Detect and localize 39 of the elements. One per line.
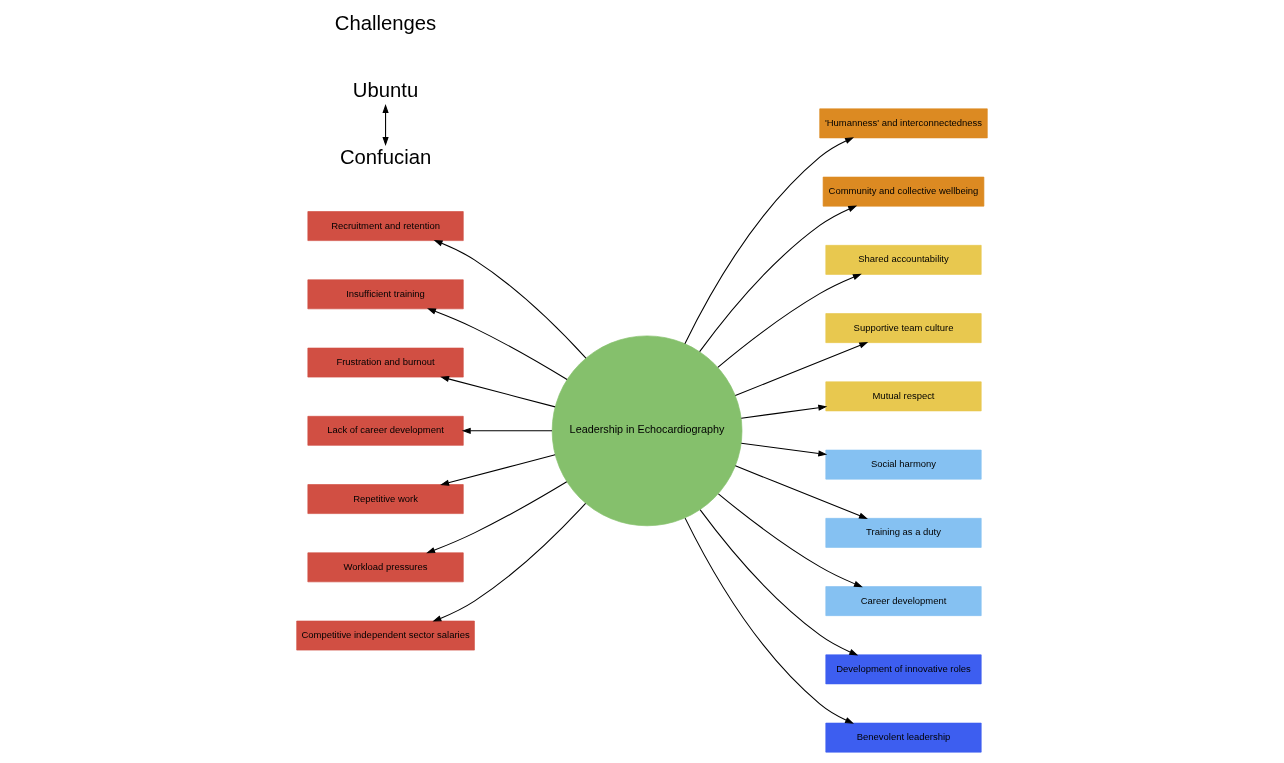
label: Challenges <box>334 11 437 34</box>
node-box: Career development <box>825 586 982 616</box>
arrow <box>461 427 553 434</box>
node-box: Repetitive work <box>307 484 464 514</box>
node-box: Frustration and burnout <box>307 347 464 378</box>
arrow <box>699 205 858 353</box>
node-box: Shared accountability <box>825 245 982 275</box>
arrow <box>427 308 568 381</box>
arrow <box>684 137 855 345</box>
arrow <box>382 104 389 147</box>
node-box: Training as a duty <box>825 518 982 548</box>
arrow <box>734 465 868 519</box>
node-box: 'Humanness' and interconnectedness <box>819 108 988 139</box>
arrow <box>433 240 587 359</box>
node-box: Community and collective wellbeing <box>822 176 985 207</box>
arrow <box>699 509 859 656</box>
node-text: Confucian <box>339 145 432 168</box>
arrow <box>740 404 828 419</box>
node-box: Insufficient training <box>307 279 464 310</box>
node-box: Competitive independent sector salaries <box>296 620 475 651</box>
node-box: Benevolent leadership <box>825 722 982 753</box>
node-box: Supportive team culture <box>825 313 982 343</box>
node-box: Mutual respect <box>825 381 982 412</box>
node-box: Lack of career development <box>307 415 464 446</box>
arrow <box>717 273 862 368</box>
arrow <box>426 481 568 554</box>
node-box: Development of innovative roles <box>825 654 982 685</box>
arrow <box>717 493 863 588</box>
arrow <box>440 454 556 486</box>
arrow <box>432 502 587 622</box>
arrow <box>740 442 828 457</box>
arrow <box>734 342 869 397</box>
node-box: Recruitment and retention <box>307 211 464 241</box>
node-box: Workload pressures <box>307 552 464 583</box>
arrow <box>440 375 556 408</box>
arrow <box>684 517 855 724</box>
node-text: Ubuntu <box>352 78 419 101</box>
node-circle: Leadership in Echocardiography <box>551 335 743 527</box>
node-box: Social harmony <box>825 449 982 480</box>
